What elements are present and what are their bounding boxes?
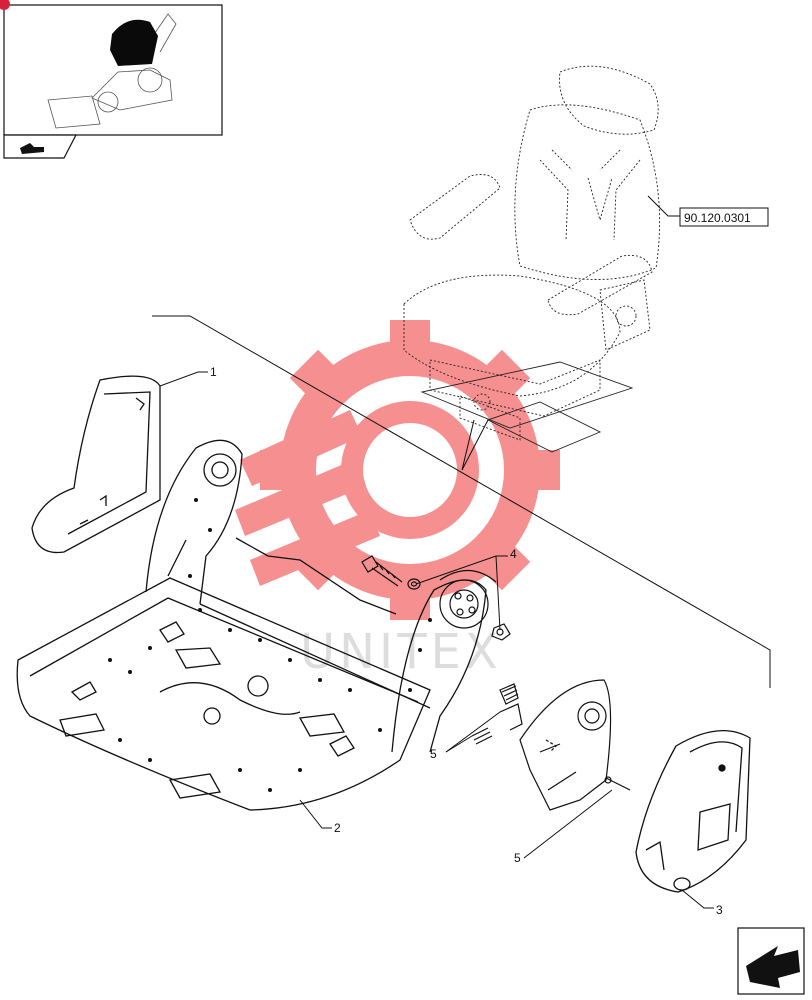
callout-5-pin: 5	[514, 851, 521, 865]
part-right-side-cover[interactable]	[635, 729, 751, 893]
arrow-right-icon	[746, 946, 800, 988]
callout-1: 1	[210, 365, 217, 379]
hand-pointer-icon	[20, 143, 44, 154]
part-left-side-cover[interactable]	[31, 375, 161, 554]
thumb-marker-dot	[0, 0, 10, 10]
leader-lines	[159, 371, 714, 909]
callout-5-springs: 5	[430, 747, 437, 761]
reference-callout[interactable]: 90.120.0301	[647, 195, 769, 227]
machine-thumbnail[interactable]	[0, 0, 223, 159]
part-springs-and-pins[interactable]	[471, 679, 631, 811]
frame-holes	[108, 498, 432, 792]
guide-lines	[152, 315, 771, 688]
part-bolt-washer-nut[interactable]	[361, 555, 511, 641]
callout-4: 4	[510, 547, 517, 561]
reference-code: 90.120.0301	[684, 211, 751, 225]
mounting-plate	[420, 361, 634, 453]
callout-2: 2	[334, 821, 341, 835]
callout-3: 3	[716, 903, 723, 917]
watermark-logo	[235, 320, 560, 620]
watermark-text: UNITEX	[300, 624, 502, 680]
next-page-button[interactable]	[737, 927, 805, 995]
cab-silhouette	[110, 19, 158, 66]
